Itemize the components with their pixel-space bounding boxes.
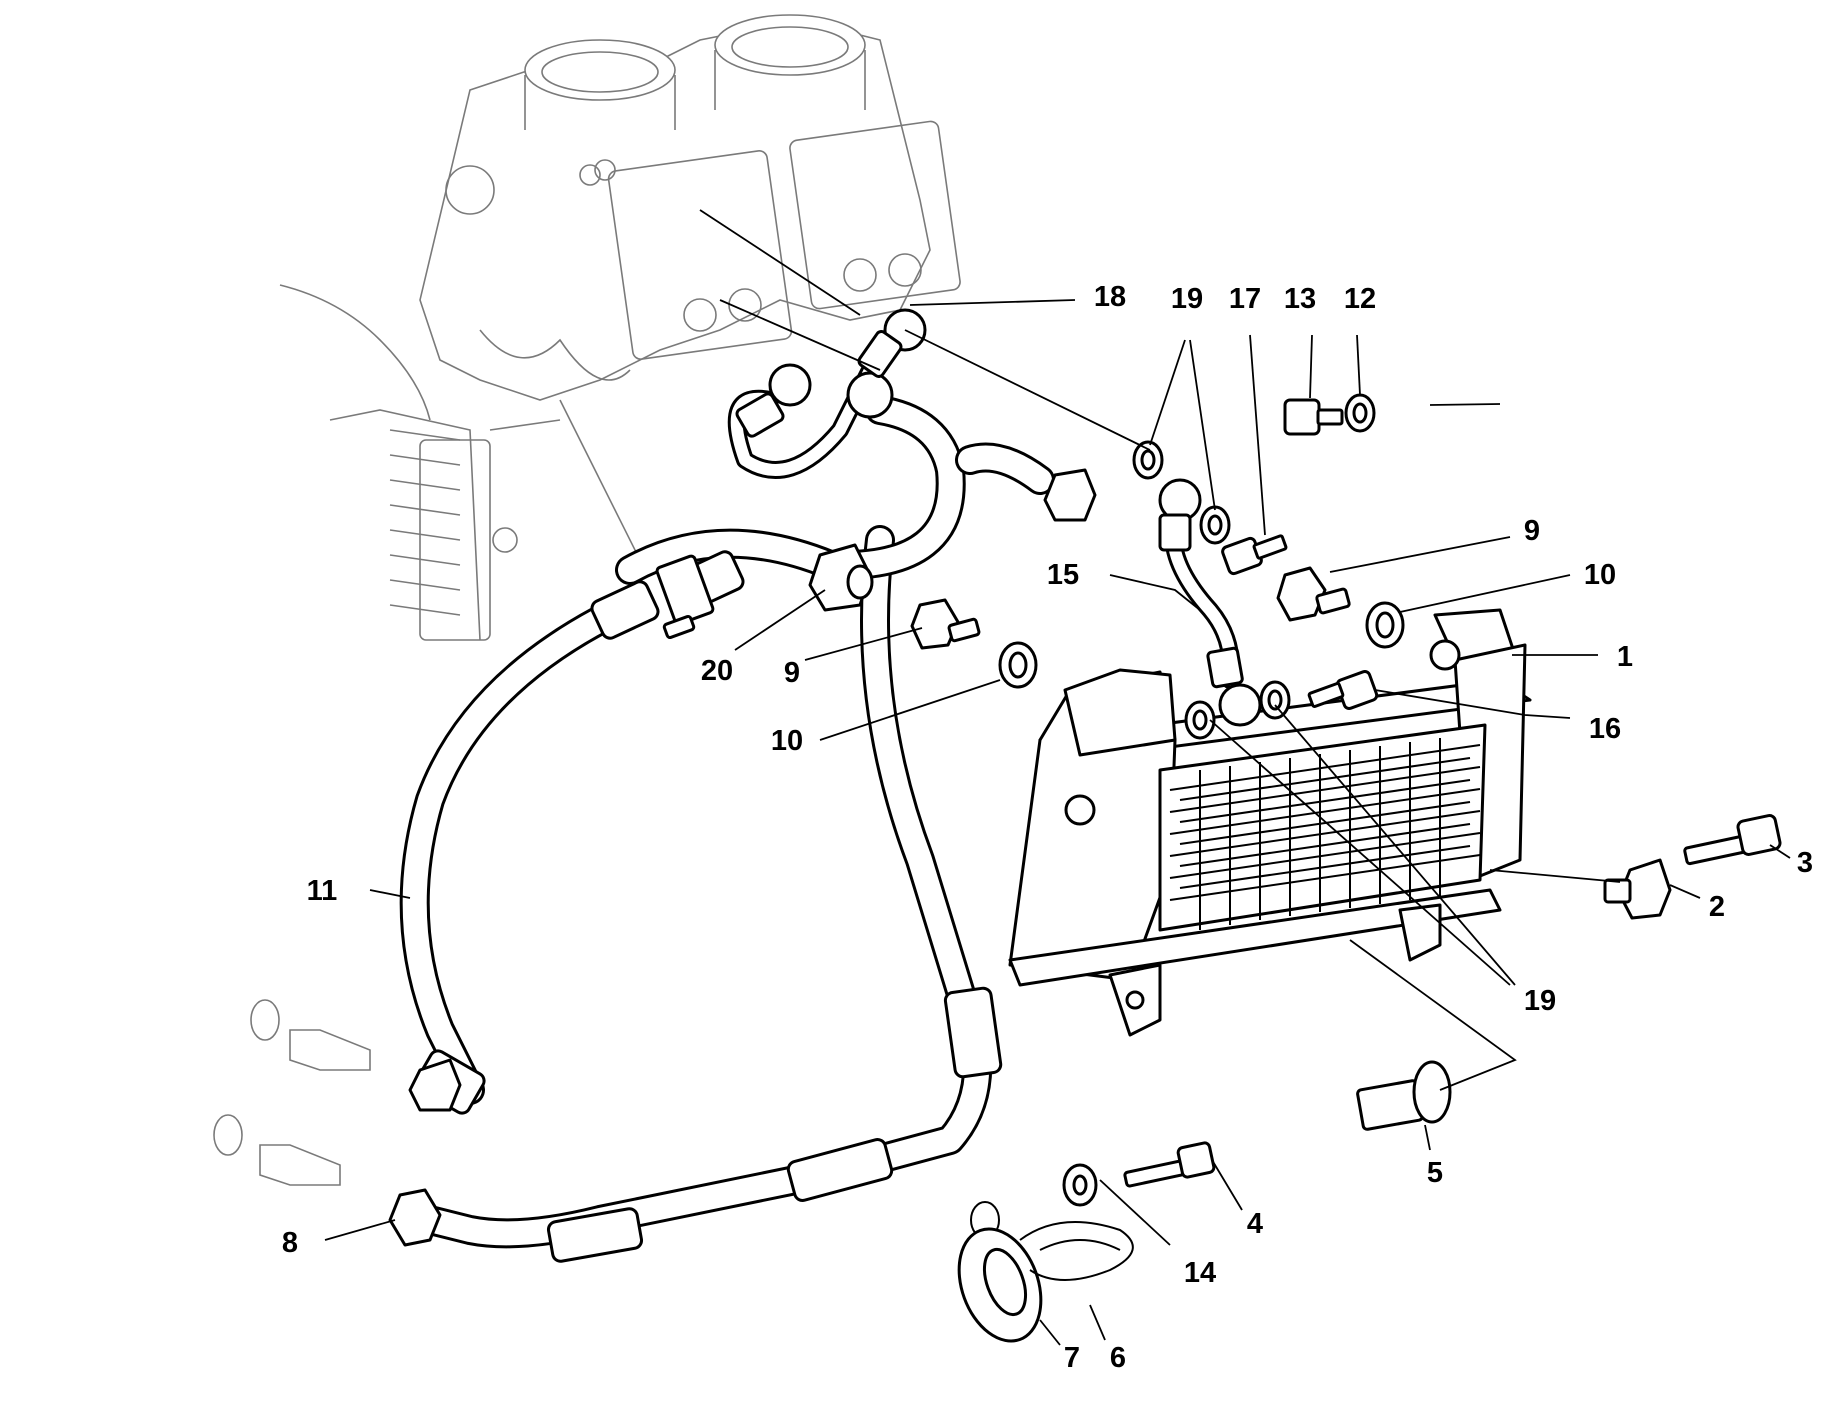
callout-9-right: 9	[1524, 515, 1540, 547]
callout-8: 8	[282, 1227, 298, 1259]
engine-ghost-outline	[213, 14, 961, 1186]
callout-2: 2	[1709, 891, 1725, 923]
callout-17: 17	[1229, 283, 1261, 315]
callout-15: 15	[1047, 559, 1079, 591]
callout-1: 1	[1617, 641, 1633, 673]
callout-16: 16	[1589, 713, 1621, 745]
callout-10-left: 10	[771, 725, 803, 757]
callout-10-right: 10	[1584, 559, 1616, 591]
callout-7: 7	[1064, 1342, 1080, 1374]
callout-5: 5	[1427, 1157, 1443, 1189]
hose-fittings	[388, 308, 1262, 1263]
callout-6: 6	[1110, 1342, 1126, 1374]
callout-19-bottom: 19	[1524, 985, 1556, 1017]
callout-3: 3	[1797, 847, 1813, 879]
oil-cooler-radiator	[1008, 608, 1532, 1037]
callout-14: 14	[1184, 1257, 1216, 1289]
callout-9-left: 9	[784, 657, 800, 689]
callout-labels: 1 2 3 4 5 6 7 8 9 9 10 10 11 12 13 14 15…	[282, 281, 1813, 1374]
callout-20: 20	[701, 655, 733, 687]
callout-11: 11	[307, 875, 338, 907]
leader-lines	[324, 209, 1791, 1346]
callout-19-top: 19	[1171, 283, 1203, 315]
callout-4: 4	[1247, 1208, 1263, 1240]
callout-13: 13	[1284, 283, 1316, 315]
callout-12: 12	[1344, 283, 1376, 315]
callout-18: 18	[1094, 281, 1126, 313]
small-hardware	[910, 393, 1782, 1343]
